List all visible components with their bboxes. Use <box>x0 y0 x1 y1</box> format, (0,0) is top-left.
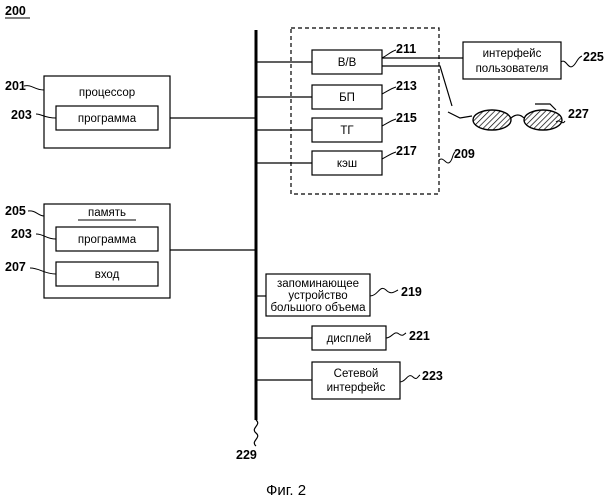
io-ref-leader <box>382 50 396 58</box>
glasses-ref: 227 <box>568 107 589 121</box>
network-interface-line2: интерфейс <box>327 382 386 394</box>
memory-program-label: программа <box>78 234 137 246</box>
tg-ref: 215 <box>396 111 417 125</box>
memory-block: память программа вход 205 203 207 <box>5 204 256 298</box>
mass-storage-ref: 219 <box>401 285 422 299</box>
user-interface-line2: пользователя <box>476 63 549 75</box>
memory-ref: 205 <box>5 204 26 218</box>
mass-storage-line2: устройство <box>288 290 347 302</box>
glasses-right-lens <box>524 110 562 130</box>
glasses-left-lens <box>473 110 511 130</box>
mass-storage-line1: запоминающее <box>277 278 359 290</box>
memory-input-label: вход <box>95 269 120 281</box>
figure-caption: Фиг. 2 <box>266 482 306 499</box>
memory-label: память <box>88 207 126 219</box>
cache-ref-leader <box>382 152 396 159</box>
glasses-bridge <box>511 115 524 118</box>
io-ref: 211 <box>396 42 416 56</box>
processor-block: процессор программа 201 203 <box>5 76 256 148</box>
display-block: дисплей 221 <box>256 326 430 350</box>
user-interface-ref-leader <box>561 56 582 67</box>
network-interface-ref: 223 <box>422 369 443 383</box>
processor-program-label: программа <box>78 113 137 125</box>
processor-ref-leader <box>24 86 44 90</box>
bus-leader <box>254 420 257 446</box>
processor-program-ref: 203 <box>11 108 32 122</box>
memory-program-ref: 203 <box>11 227 32 241</box>
mass-storage-line3: большого объема <box>270 302 366 314</box>
display-ref: 221 <box>409 329 430 343</box>
display-ref-leader <box>386 333 406 338</box>
io-group-ref-leader <box>439 152 455 163</box>
user-interface-ref: 225 <box>583 50 604 64</box>
network-interface-ref-leader <box>400 375 420 382</box>
bus-ref: 229 <box>236 448 257 462</box>
processor-ref: 201 <box>5 79 26 93</box>
glasses-right-temple <box>535 104 556 110</box>
memory-input-ref: 207 <box>5 260 26 274</box>
figure-number: 200 <box>5 4 26 18</box>
memory-ref-leader <box>28 211 44 216</box>
mass-storage-ref-leader <box>370 288 398 296</box>
network-interface-line1: Сетевой <box>334 368 379 380</box>
display-label: дисплей <box>327 333 372 345</box>
user-interface-line1: интерфейс <box>483 48 542 60</box>
network-interface-block: Сетевой интерфейс 223 <box>256 362 443 399</box>
glasses-left-temple <box>448 112 472 118</box>
tg-label: ТГ <box>340 125 354 137</box>
io-glasses-link <box>382 66 452 106</box>
processor-label: процессор <box>79 87 135 99</box>
io-label: В/В <box>338 57 357 69</box>
io-group: В/В 211 БП 213 ТГ 215 кэш 217 209 <box>256 28 475 194</box>
bp-ref-leader <box>382 87 396 94</box>
tg-ref-leader <box>382 119 396 126</box>
io-group-ref: 209 <box>454 147 475 161</box>
mass-storage-block: запоминающее устройство большого объема … <box>256 274 422 316</box>
cache-label: кэш <box>337 158 357 170</box>
bp-label: БП <box>339 92 355 104</box>
cache-ref: 217 <box>396 144 417 158</box>
bp-ref: 213 <box>396 79 417 93</box>
